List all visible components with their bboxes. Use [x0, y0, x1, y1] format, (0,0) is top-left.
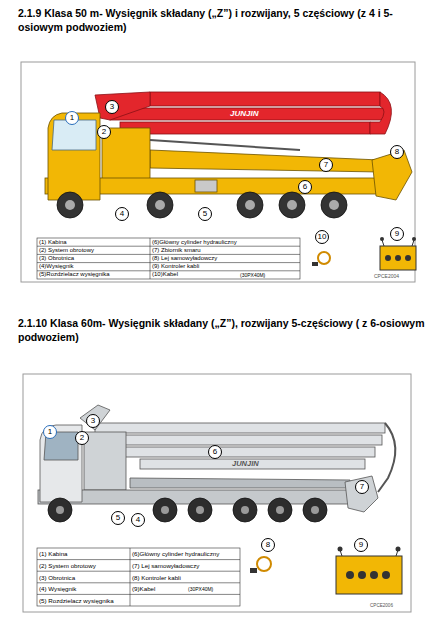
- cable-controller: [380, 237, 416, 270]
- callout-number: 3: [105, 100, 119, 114]
- table-cell: (3) Obrotnica: [39, 255, 148, 262]
- callout-number: 6: [298, 180, 312, 194]
- table-cell: (10)Kabel: [152, 271, 236, 278]
- cable-symbol: [312, 252, 330, 266]
- table-cell: (7) Zbiornik smaru: [152, 247, 298, 254]
- table-cell: (1) Kabina: [39, 239, 148, 246]
- table-cell: (3) Obrotnica: [39, 574, 129, 581]
- callout-number: 2: [97, 125, 111, 139]
- figure-code: CPCE2004: [374, 273, 414, 279]
- table-cell: (2) System obrotowy: [39, 562, 129, 569]
- cable-controller: [336, 547, 402, 595]
- table-cell: (1) Kabina: [39, 550, 129, 557]
- table-cell: (6)Główny cylinder hydrauliczny: [152, 239, 298, 246]
- callout-number: 9: [354, 538, 368, 552]
- callout-number: 1: [65, 111, 79, 125]
- callout-number: 9: [390, 227, 404, 241]
- callout-number: 4: [131, 513, 145, 527]
- callout-number: 3: [86, 414, 100, 428]
- callout-number: 7: [355, 480, 369, 494]
- legend-table: [37, 548, 240, 606]
- figure-frame: [21, 62, 415, 282]
- callout-number: 8: [390, 145, 404, 159]
- table-cell: (4) Wysięgnik: [39, 585, 129, 592]
- pump-truck-60m: [38, 405, 395, 522]
- figure-code: CPCE2006: [370, 603, 410, 609]
- pump-truck-50m: [45, 92, 412, 218]
- table-cell: (5)Rozdzielacz wysięgnika: [39, 271, 148, 278]
- callout-number: 8: [261, 538, 275, 552]
- table-cell: (8) Lej samowyładowczy: [152, 255, 298, 262]
- table-cell: (5) Rozdzielacz wysięgnika: [39, 597, 129, 604]
- table-cell: (7) Lej samowyładowczy: [132, 562, 239, 569]
- callout-number: 10: [315, 230, 329, 244]
- table-cell: (30PX40M): [240, 272, 298, 278]
- callout-number: 7: [319, 158, 333, 172]
- callout-number: 5: [198, 207, 212, 221]
- callout-number: 1: [43, 425, 57, 439]
- table-cell: (9)Kabel: [132, 585, 184, 592]
- callout-number: 2: [75, 431, 89, 445]
- brand-logo: JUNJIN: [230, 108, 292, 120]
- callout-number: 6: [208, 445, 222, 459]
- figure-frame: [23, 374, 411, 612]
- table-cell: (8) Kontroler kabli: [132, 574, 239, 581]
- brand-logo: JUNJIN: [232, 459, 294, 469]
- table-cell: (9) Kontroler kabli: [152, 263, 298, 270]
- table-cell: (30PX40M): [188, 586, 238, 592]
- section-heading: 2.1.9 Klasa 50 m- Wysięgnik składany („Z…: [18, 6, 430, 34]
- section-heading: 2.1.10 Klasa 60m- Wysięgnik składany („Z…: [18, 316, 430, 344]
- table-cell: (6)Główny cylinder hydrauliczny: [132, 550, 239, 557]
- cable-symbol: [250, 557, 271, 573]
- callout-number: 4: [115, 207, 129, 221]
- callout-number: 5: [111, 511, 125, 525]
- table-cell: (4)Wysięgnik: [39, 263, 148, 270]
- legend-table: [37, 238, 300, 279]
- table-cell: (2) System obrotowy: [39, 247, 148, 254]
